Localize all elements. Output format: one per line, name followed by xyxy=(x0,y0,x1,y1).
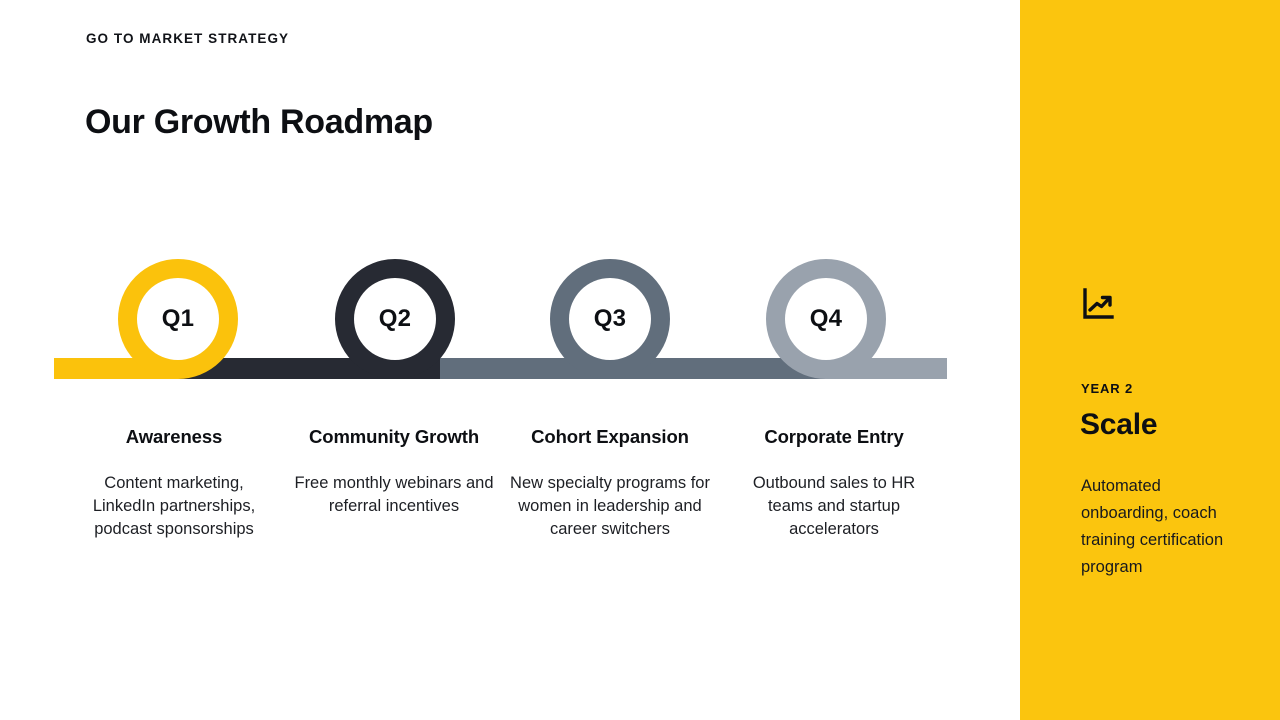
timeline-node-q2[interactable]: Q2 xyxy=(335,259,455,379)
side-panel-title: Scale xyxy=(1080,408,1158,441)
trending-up-chart-icon xyxy=(1082,288,1116,322)
timeline-node-q3-label: Q3 xyxy=(593,305,627,332)
timeline-node-q3-inner: Q3 xyxy=(569,278,651,360)
roadmap-column-2-title: Community Growth xyxy=(308,426,480,447)
timeline-node-q1[interactable]: Q1 xyxy=(118,259,238,379)
slide-eyebrow: GO TO MARKET STRATEGY xyxy=(86,31,290,46)
roadmap-column-1-title: Awareness xyxy=(125,426,223,447)
timeline-node-q1-label: Q1 xyxy=(161,305,195,332)
roadmap-column-3-description: New specialty programs for women in lead… xyxy=(510,474,710,538)
roadmap-column-1: Awareness Content marketing, LinkedIn pa… xyxy=(74,424,274,540)
roadmap-column-4-title: Corporate Entry xyxy=(764,426,904,447)
side-panel-description: Automated onboarding, coach training cer… xyxy=(1081,477,1224,576)
timeline-node-q3[interactable]: Q3 xyxy=(550,259,670,379)
main-content-area: GO TO MARKET STRATEGY Our Growth Roadmap… xyxy=(54,31,947,540)
page-title: Our Growth Roadmap xyxy=(85,103,433,141)
roadmap-column-3-title: Cohort Expansion xyxy=(531,426,689,447)
roadmap-timeline: Q1 Q2 Q3 Q4 xyxy=(54,259,947,379)
roadmap-column-3: Cohort Expansion New specialty programs … xyxy=(510,424,710,540)
roadmap-column-1-description: Content marketing, LinkedIn partnerships… xyxy=(92,474,256,538)
roadmap-column-2: Community Growth Free monthly webinars a… xyxy=(294,424,494,518)
timeline-node-q2-label: Q2 xyxy=(378,305,412,332)
roadmap-column-2-description: Free monthly webinars and referral incen… xyxy=(294,474,494,515)
side-panel-eyebrow: YEAR 2 xyxy=(1081,381,1134,396)
timeline-node-q2-inner: Q2 xyxy=(354,278,436,360)
roadmap-column-4: Corporate Entry Outbound sales to HR tea… xyxy=(734,424,934,540)
roadmap-column-4-description: Outbound sales to HR teams and startup a… xyxy=(752,474,916,538)
timeline-node-q1-inner: Q1 xyxy=(137,278,219,360)
timeline-node-q4-inner: Q4 xyxy=(785,278,867,360)
timeline-node-q4[interactable]: Q4 xyxy=(766,259,886,379)
timeline-node-q4-label: Q4 xyxy=(809,305,843,332)
side-panel xyxy=(1020,0,1280,720)
